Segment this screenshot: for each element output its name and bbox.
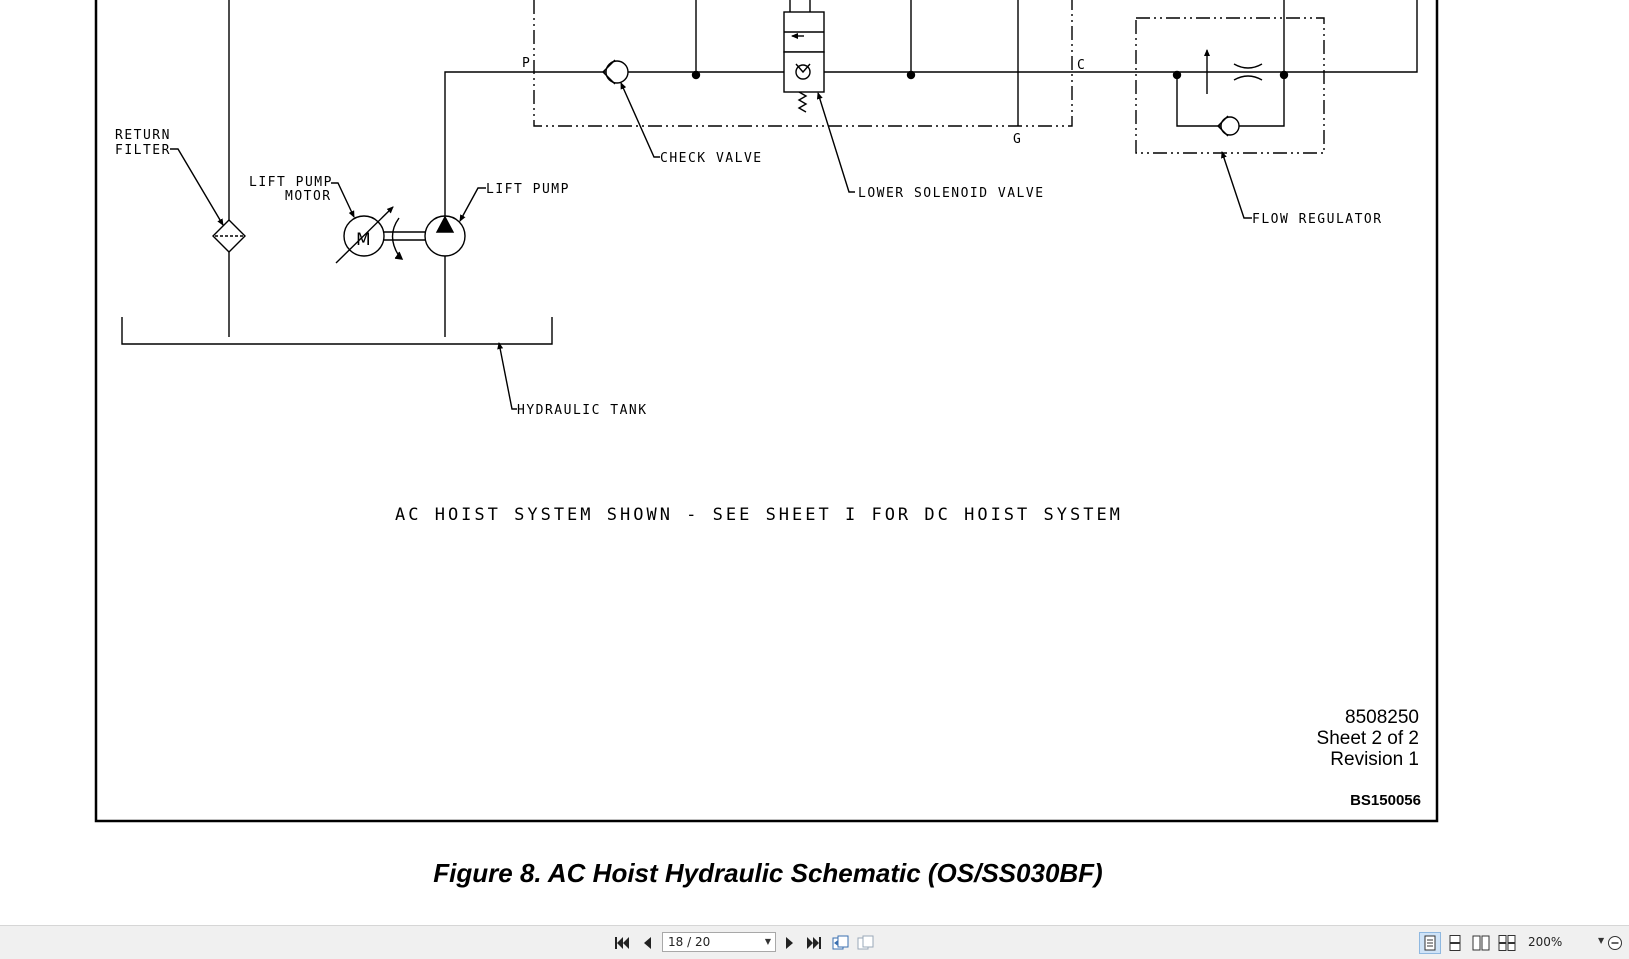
viewer-toolbar: 18 / 20 ▼ 200% ▼ (0, 925, 1629, 959)
flow-regulator-label: FLOW REGULATOR (1252, 212, 1383, 227)
drawing-number: 8508250 (1345, 707, 1419, 728)
continuous-facing-view-icon[interactable] (1496, 932, 1518, 954)
flow-regulator-leader (1221, 151, 1252, 219)
go-forward-icon[interactable] (855, 932, 877, 954)
valve-manifold-box (533, 0, 1073, 127)
motor-symbol-letter: M (356, 230, 371, 250)
port-c-label: C (1077, 58, 1086, 73)
sheet-number: Sheet 2 of 2 (1317, 728, 1419, 749)
chevron-down-icon: ▼ (764, 937, 771, 946)
lift-pump-motor-label-line2: MOTOR (285, 189, 332, 204)
lift-pump-label: LIFT PUMP (486, 182, 570, 197)
lower-solenoid-valve-label: LOWER SOLENOID VALVE (858, 186, 1045, 201)
document-page: P C G RETURN FILTER LIFT PUMP MOTOR M LI… (94, 0, 1439, 888)
drawing-code: BS150056 (1350, 792, 1421, 809)
check-valve-symbol (602, 59, 629, 85)
facing-pages-view-icon[interactable] (1470, 932, 1492, 954)
flow-regulator-box (1135, 17, 1325, 154)
check-valve-leader (620, 82, 660, 158)
page-number-select[interactable]: 18 / 20 ▼ (662, 932, 776, 952)
system-note: AC HOIST SYSTEM SHOWN - SEE SHEET I FOR … (395, 505, 1123, 525)
lift-pump-motor-label-line1: LIFT PUMP (249, 175, 333, 190)
return-filter-leader (170, 148, 224, 226)
lift-pump-motor-symbol (335, 206, 394, 264)
pressure-line (444, 0, 1418, 219)
hydraulic-tank-leader (497, 342, 517, 410)
page-indicator: 18 / 20 (668, 935, 711, 949)
port-p-label: P (522, 56, 531, 71)
port-g-label: G (1013, 132, 1022, 147)
next-page-icon[interactable] (779, 932, 801, 954)
single-page-view-icon[interactable] (1419, 932, 1441, 954)
drawing-border (94, 0, 1439, 823)
go-back-icon[interactable] (830, 932, 852, 954)
lift-pump-symbol (424, 215, 466, 257)
hydraulic-tank-label: HYDRAULIC TANK (517, 403, 648, 418)
flow-regulator-symbol (1172, 0, 1289, 137)
first-page-icon[interactable] (611, 932, 633, 954)
return-filter-symbol (212, 219, 246, 253)
zoom-out-icon[interactable] (1606, 932, 1624, 954)
continuous-view-icon[interactable] (1444, 932, 1466, 954)
lift-pump-motor-leader (331, 182, 355, 218)
revision-number: Revision 1 (1330, 749, 1419, 770)
previous-page-icon[interactable] (636, 932, 658, 954)
last-page-icon[interactable] (803, 932, 825, 954)
return-filter-label-line2: FILTER (115, 143, 171, 158)
zoom-level[interactable]: 200% (1528, 935, 1563, 949)
lower-solenoid-valve-symbol (783, 0, 825, 113)
hydraulic-tank (121, 317, 553, 345)
lift-pump-leader (459, 187, 486, 222)
chevron-down-icon[interactable]: ▼ (1598, 936, 1605, 945)
figure-caption: Figure 8. AC Hoist Hydraulic Schematic (… (433, 858, 1103, 888)
check-valve-label: CHECK VALVE (660, 151, 763, 166)
hydraulic-schematic: P C G RETURN FILTER LIFT PUMP MOTOR M LI… (94, 0, 1439, 823)
return-filter-label-line1: RETURN (115, 128, 171, 143)
lower-solenoid-valve-leader (816, 92, 855, 193)
